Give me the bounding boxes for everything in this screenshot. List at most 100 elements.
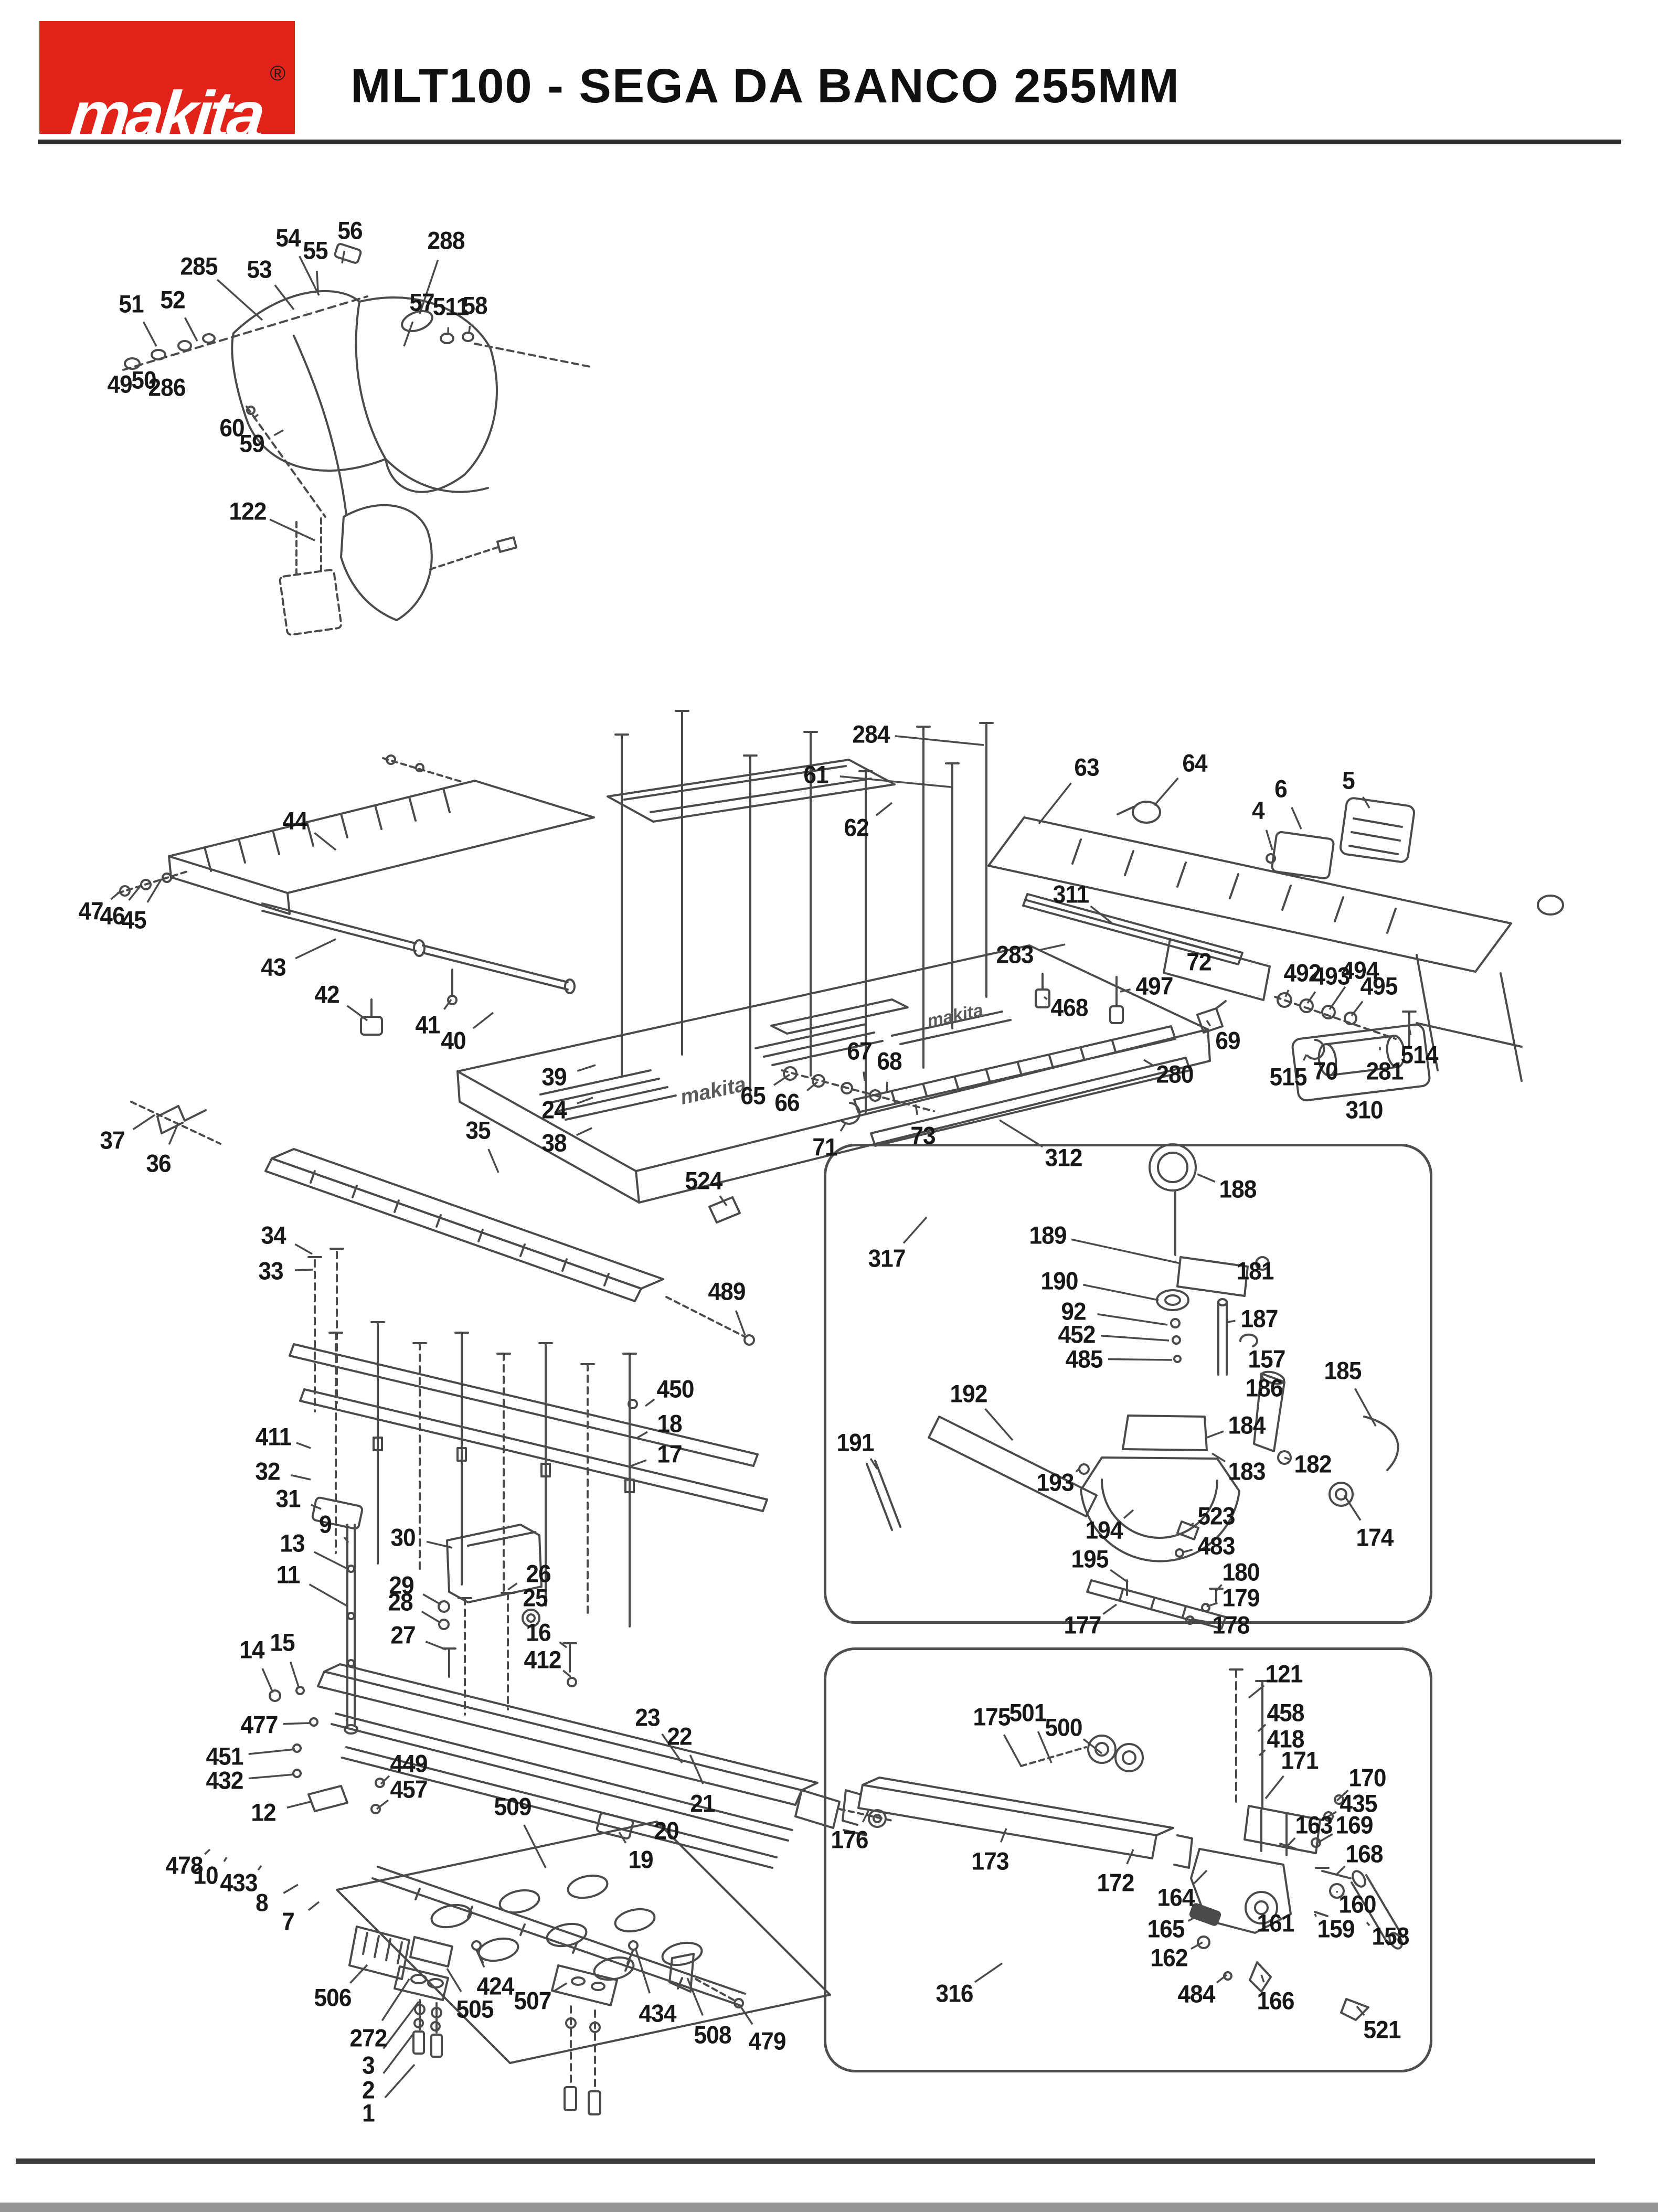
- part-label-67: 67: [847, 1037, 872, 1065]
- part-label-56: 56: [337, 216, 363, 244]
- part-label-179: 179: [1222, 1583, 1260, 1612]
- part-label-450: 450: [656, 1375, 695, 1403]
- part-label-484: 484: [1177, 1980, 1216, 2008]
- part-label-189: 189: [1029, 1221, 1067, 1249]
- part-label-40: 40: [441, 1026, 466, 1055]
- part-label-272: 272: [349, 2024, 388, 2052]
- part-label-57: 57: [409, 288, 434, 316]
- part-label-161: 161: [1257, 1909, 1295, 1937]
- part-label-191: 191: [836, 1428, 875, 1456]
- part-label-62: 62: [844, 813, 869, 842]
- part-label-497: 497: [1135, 972, 1174, 1000]
- part-label-122: 122: [229, 497, 267, 525]
- part-label-8: 8: [256, 1888, 269, 1917]
- part-label-183: 183: [1228, 1457, 1266, 1485]
- part-label-170: 170: [1348, 1763, 1387, 1792]
- part-label-33: 33: [258, 1257, 283, 1285]
- part-label-18: 18: [657, 1409, 682, 1438]
- part-label-284: 284: [852, 720, 890, 748]
- part-label-25: 25: [523, 1583, 548, 1612]
- part-label-288: 288: [427, 226, 465, 254]
- part-label-505: 505: [456, 1995, 494, 2023]
- part-label-515: 515: [1269, 1062, 1308, 1091]
- part-label-172: 172: [1097, 1868, 1135, 1897]
- part-label-458: 458: [1267, 1698, 1305, 1727]
- part-label-70: 70: [1313, 1057, 1338, 1085]
- part-label-168: 168: [1345, 1839, 1384, 1868]
- part-label-13: 13: [280, 1529, 305, 1557]
- part-label-280: 280: [1156, 1060, 1194, 1088]
- part-label-317: 317: [868, 1244, 906, 1272]
- part-label-171: 171: [1281, 1746, 1319, 1774]
- part-label-10: 10: [193, 1861, 218, 1889]
- part-label-47: 47: [78, 897, 103, 925]
- part-label-178: 178: [1212, 1611, 1250, 1639]
- part-label-157: 157: [1248, 1345, 1286, 1373]
- part-label-39: 39: [541, 1062, 567, 1091]
- part-label-195: 195: [1071, 1545, 1109, 1573]
- part-label-12: 12: [251, 1798, 276, 1826]
- part-label-449: 449: [390, 1749, 428, 1778]
- part-label-281: 281: [1366, 1057, 1404, 1085]
- part-label-511: 511: [432, 292, 469, 321]
- part-label-46: 46: [100, 901, 125, 930]
- part-label-311: 311: [1053, 880, 1089, 908]
- part-label-186: 186: [1245, 1374, 1283, 1402]
- part-label-27: 27: [390, 1621, 416, 1649]
- part-label-160: 160: [1338, 1890, 1377, 1918]
- part-label-493: 493: [1312, 962, 1351, 990]
- part-label-66: 66: [774, 1088, 800, 1116]
- part-label-26: 26: [526, 1559, 551, 1588]
- part-label-158: 158: [1372, 1922, 1410, 1950]
- part-label-72: 72: [1186, 948, 1211, 976]
- part-label-63: 63: [1074, 753, 1099, 781]
- part-label-452: 452: [1058, 1320, 1096, 1348]
- part-label-468: 468: [1050, 993, 1089, 1022]
- part-label-53: 53: [247, 255, 272, 283]
- part-label-29: 29: [389, 1571, 414, 1599]
- part-label-20: 20: [654, 1816, 679, 1845]
- part-label-121: 121: [1265, 1660, 1303, 1688]
- part-label-418: 418: [1267, 1725, 1305, 1753]
- part-label-37: 37: [100, 1126, 125, 1154]
- part-label-51: 51: [119, 290, 144, 318]
- part-label-1: 1: [362, 2099, 375, 2127]
- part-label-477: 477: [240, 1710, 279, 1739]
- registered-trademark-icon: ®: [270, 62, 285, 85]
- part-label-42: 42: [314, 980, 339, 1008]
- part-label-44: 44: [282, 806, 307, 835]
- miter-gauge-panel: [824, 1144, 1432, 1624]
- part-label-457: 457: [390, 1775, 428, 1803]
- part-label-174: 174: [1356, 1523, 1394, 1551]
- part-label-159: 159: [1317, 1915, 1355, 1943]
- part-label-310: 310: [1345, 1096, 1384, 1124]
- part-label-283: 283: [996, 940, 1034, 969]
- part-label-23: 23: [635, 1703, 660, 1731]
- part-label-312: 312: [1045, 1143, 1083, 1172]
- part-label-165: 165: [1147, 1915, 1185, 1943]
- part-label-411: 411: [255, 1422, 292, 1451]
- part-label-65: 65: [740, 1081, 766, 1110]
- part-label-22: 22: [667, 1722, 692, 1750]
- part-label-19: 19: [628, 1845, 653, 1874]
- part-label-64: 64: [1182, 749, 1207, 777]
- part-label-34: 34: [261, 1221, 286, 1249]
- part-label-54: 54: [275, 224, 301, 252]
- part-label-479: 479: [748, 2027, 787, 2055]
- part-label-495: 495: [1360, 972, 1398, 1000]
- part-label-176: 176: [831, 1825, 869, 1854]
- part-label-424: 424: [476, 1972, 515, 2000]
- part-label-61: 61: [803, 760, 828, 789]
- makita-logo: makita ®: [39, 21, 295, 153]
- part-label-181: 181: [1236, 1257, 1274, 1285]
- part-label-69: 69: [1215, 1026, 1240, 1055]
- part-label-489: 489: [708, 1277, 746, 1305]
- part-label-15: 15: [270, 1628, 295, 1656]
- part-label-508: 508: [694, 2020, 732, 2049]
- part-label-494: 494: [1341, 956, 1379, 984]
- part-label-41: 41: [415, 1011, 440, 1039]
- part-label-30: 30: [390, 1523, 416, 1551]
- part-label-316: 316: [936, 1979, 974, 2007]
- header-rule: [38, 140, 1621, 144]
